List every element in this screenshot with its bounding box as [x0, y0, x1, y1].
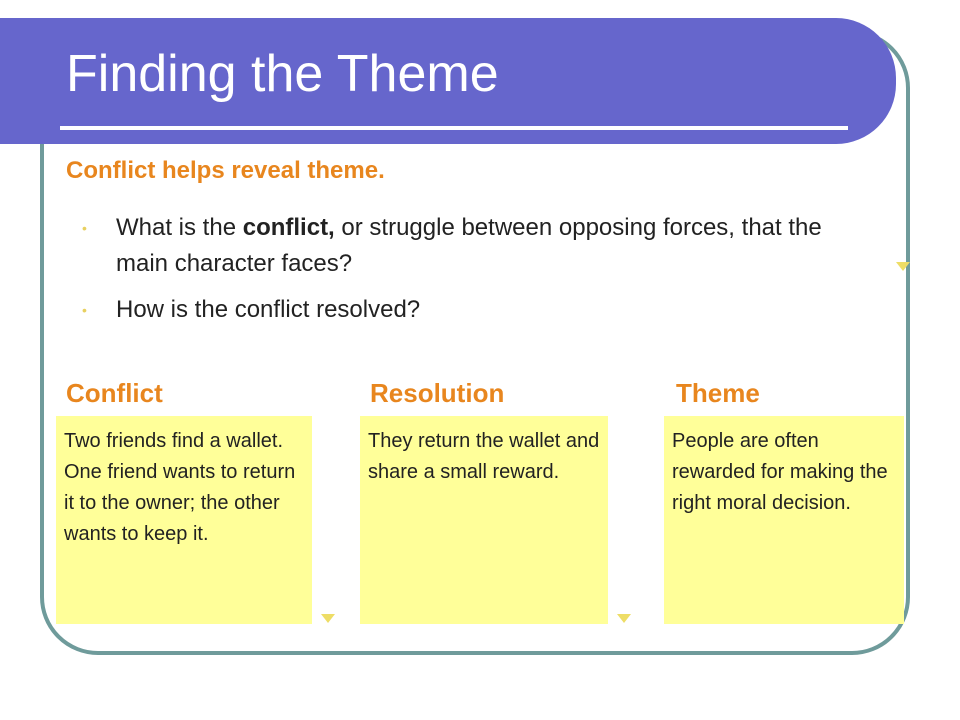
bullet-text-before: What is the — [116, 214, 243, 241]
bullet-dot-icon: • — [82, 220, 87, 236]
slide-title: Finding the Theme — [66, 45, 499, 103]
note-box-conflict: Two friends find a wallet. One friend wa… — [56, 416, 312, 624]
bullet-text-bold: conflict, — [242, 214, 335, 241]
arrow-down-icon — [617, 614, 631, 623]
arrow-down-icon — [896, 262, 910, 271]
bullet-dot-icon: • — [82, 302, 87, 318]
note-box-theme: People are often rewarded for making the… — [664, 416, 904, 624]
note-box-resolution: They return the wallet and share a small… — [360, 416, 608, 624]
title-underline — [60, 126, 848, 130]
bullet-text-after: or struggle between opposing forces, tha… — [116, 214, 822, 277]
column-heading-theme: Theme — [676, 378, 760, 408]
column-heading-resolution: Resolution — [370, 378, 505, 408]
bullet-list: • What is the conflict, or struggle betw… — [80, 210, 860, 338]
slide-subtitle: Conflict helps reveal theme. — [66, 157, 385, 184]
column-heading-conflict: Conflict — [66, 378, 163, 408]
arrow-down-icon — [321, 614, 335, 623]
bullet-item-conflict: • What is the conflict, or struggle betw… — [80, 210, 860, 282]
bullet-item-resolution: • How is the conflict resolved? — [80, 292, 860, 328]
bullet-text: How is the conflict resolved? — [116, 296, 421, 323]
title-bar — [0, 18, 896, 144]
